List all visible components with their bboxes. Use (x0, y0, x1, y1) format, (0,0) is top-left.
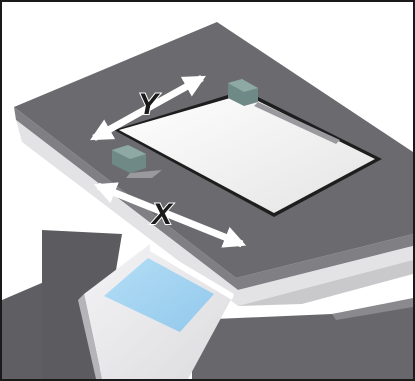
touch-screen (104, 258, 214, 332)
y-axis-label: Y (138, 88, 161, 121)
paper-guide-rear (228, 79, 340, 144)
paper-guide-front (112, 145, 162, 178)
double-headed-arrow-icon (90, 74, 206, 142)
y-direction-arrow (90, 74, 206, 142)
control-panel (78, 244, 234, 379)
x-direction-arrow (93, 182, 247, 248)
copier-illustration: Y X (2, 22, 413, 379)
double-headed-arrow-icon (93, 182, 247, 248)
x-axis-label: X (150, 198, 174, 231)
